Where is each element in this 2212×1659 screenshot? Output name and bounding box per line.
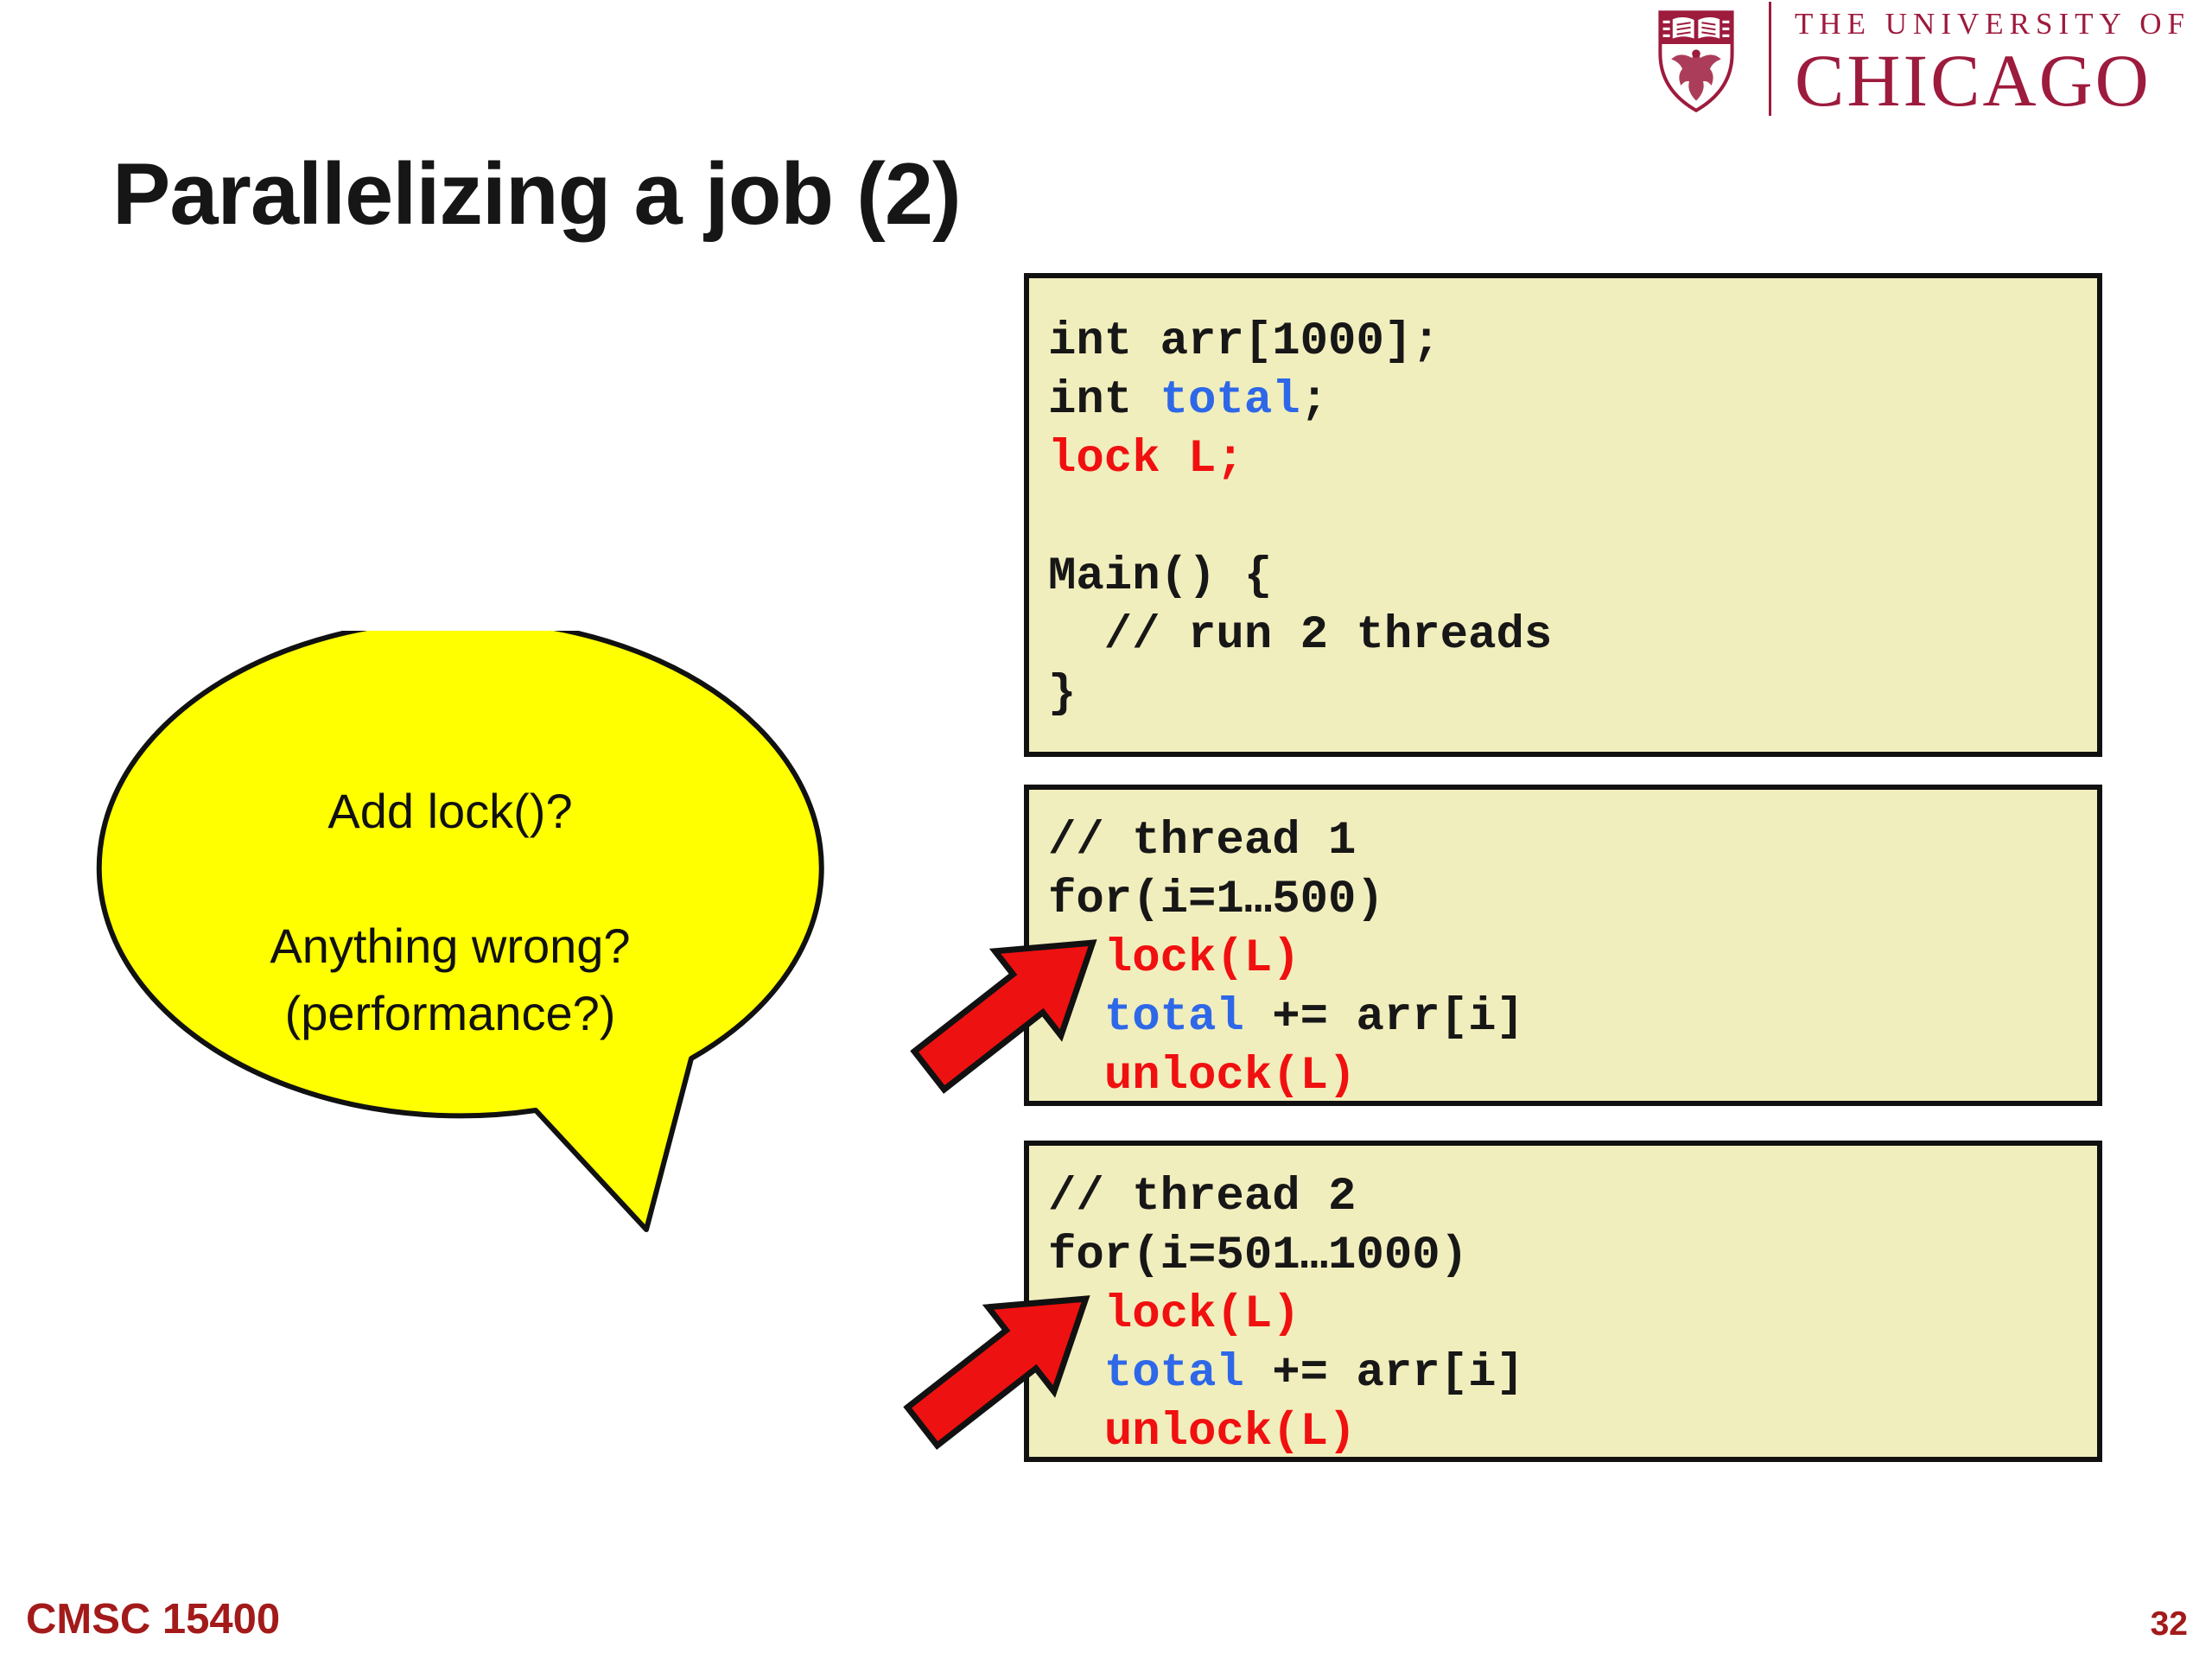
bubble-line: Anything wrong? xyxy=(270,918,631,973)
code-segment: // thread 2 xyxy=(1048,1171,1357,1224)
footer-course-label: CMSC 15400 xyxy=(26,1596,281,1643)
bubble-line xyxy=(92,845,809,912)
code-segment: int xyxy=(1048,374,1160,427)
code-segment: // thread 1 xyxy=(1048,815,1357,868)
code-segment: Main() { xyxy=(1048,550,1273,603)
code-segment: unlock(L) xyxy=(1103,1406,1357,1459)
bubble-line: Add lock()? xyxy=(327,784,573,838)
code-segment: int arr[1000]; xyxy=(1048,315,1440,368)
logo-divider xyxy=(1769,2,1771,116)
code-box-globals-main: int arr[1000];int total;lock L; Main() {… xyxy=(1024,273,2102,757)
code-segment: lock L; xyxy=(1048,433,1244,486)
code-segment: += arr[i] xyxy=(1243,1347,1524,1400)
code-segment: for(i=501…1000) xyxy=(1048,1230,1469,1282)
speech-bubble-text: Add lock()? Anything wrong? (performance?… xyxy=(92,778,809,1047)
code-line: lock L; xyxy=(1048,430,2083,489)
logo-chicago: CHICAGO xyxy=(1795,39,2152,122)
logo-text: THE UNIVERSITY OF CHICAGO xyxy=(1795,7,2209,118)
code-line: int total; xyxy=(1048,372,2083,430)
page-title: Parallelizing a job (2) xyxy=(112,146,962,243)
bubble-line: (performance?) xyxy=(284,986,616,1040)
code-segment: lock(L) xyxy=(1103,932,1300,985)
code-line: // thread 1 xyxy=(1048,812,2083,871)
code-segment: lock(L) xyxy=(1103,1288,1300,1341)
code-line: unlock(L) xyxy=(1048,1047,2083,1106)
code-segment: total xyxy=(1160,374,1300,427)
code-line: // thread 2 xyxy=(1048,1168,2083,1227)
code-line xyxy=(1048,489,2083,548)
code-box-thread-2: // thread 2 for(i=501…1000) lock(L) total… xyxy=(1024,1141,2102,1462)
logo-university-of: THE UNIVERSITY OF xyxy=(1795,7,2190,41)
page-number: 32 xyxy=(2150,1605,2188,1643)
code-segment: } xyxy=(1048,668,1077,721)
code-segment: ; xyxy=(1300,374,1329,427)
code-line: } xyxy=(1048,665,2083,724)
code-line: lock(L) xyxy=(1048,930,2083,988)
code-segment: total xyxy=(1103,1347,1244,1400)
uchicago-crest-icon xyxy=(1658,10,1734,113)
code-line: total += arr[i] xyxy=(1048,988,2083,1047)
code-line: // run 2 threads xyxy=(1048,607,2083,665)
code-segment: total xyxy=(1103,991,1244,1044)
code-line: Main() { xyxy=(1048,548,2083,607)
code-line: for(i=501…1000) xyxy=(1048,1227,2083,1286)
code-segment: += arr[i] xyxy=(1243,991,1524,1044)
code-box-thread-1: // thread 1 for(i=1…500) lock(L) total +=… xyxy=(1024,785,2102,1106)
code-segment: unlock(L) xyxy=(1103,1050,1357,1103)
speech-bubble xyxy=(96,631,824,1232)
university-logo: THE UNIVERSITY OF CHICAGO xyxy=(1646,0,2212,130)
code-segment: for(i=1…500) xyxy=(1048,874,1384,926)
code-line: total += arr[i] xyxy=(1048,1344,2083,1403)
code-line: unlock(L) xyxy=(1048,1403,2083,1462)
code-line: int arr[1000]; xyxy=(1048,313,2083,372)
code-line: lock(L) xyxy=(1048,1286,2083,1344)
code-line: for(i=1…500) xyxy=(1048,871,2083,930)
red-arrow-icon xyxy=(903,1295,1090,1450)
code-segment: // run 2 threads xyxy=(1048,609,1553,662)
red-arrow-icon xyxy=(910,939,1097,1094)
